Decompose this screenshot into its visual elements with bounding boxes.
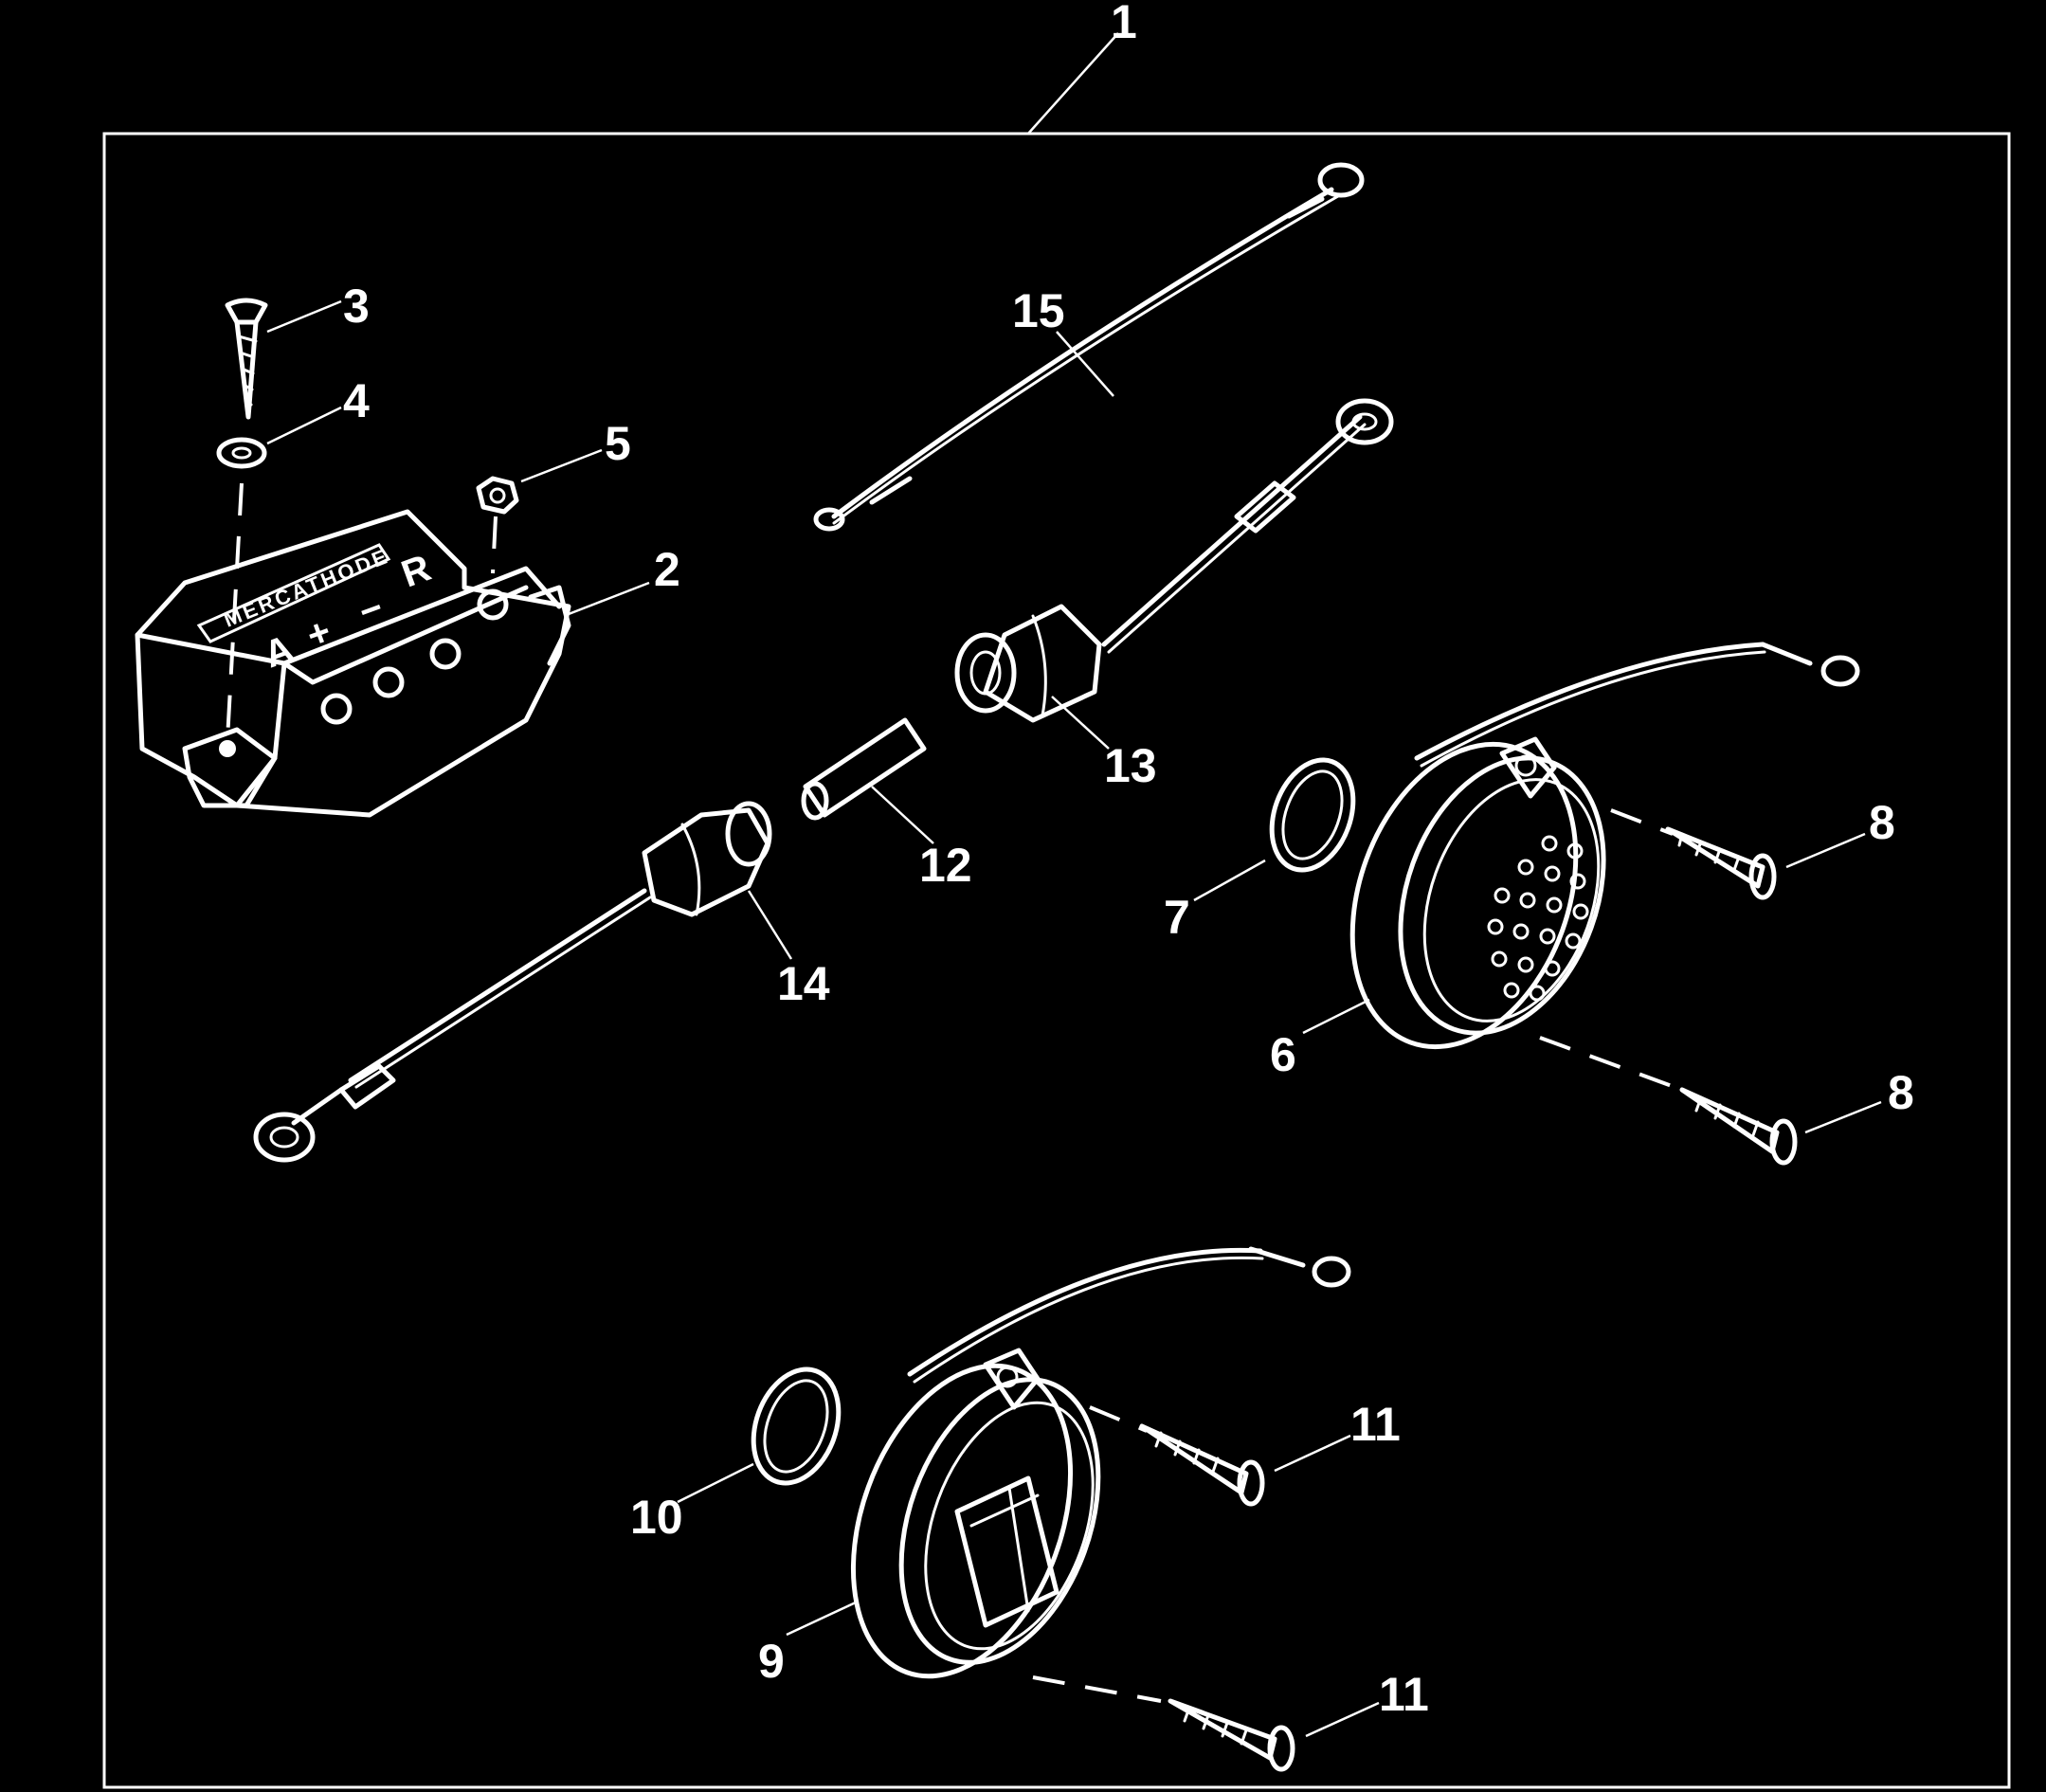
- callout-9: 9: [758, 1635, 785, 1688]
- part-5-nut: [476, 448, 603, 574]
- callout-1: 1: [1111, 0, 1137, 48]
- callout-14: 14: [777, 957, 830, 1010]
- meter-face-holes: [1487, 835, 1589, 1002]
- part-13-fuse-holder: [954, 398, 1394, 750]
- part-3-screw: [225, 298, 342, 420]
- terminal-label-minus: −: [353, 587, 389, 633]
- callout-13: 13: [1104, 739, 1157, 792]
- callout-7: 7: [1164, 891, 1190, 944]
- part-10-gasket: [677, 1367, 842, 1504]
- terminal-label-r: R: [396, 547, 436, 595]
- callout-10: 10: [630, 1491, 683, 1544]
- terminal-label-a: A: [259, 627, 299, 676]
- callout-12: 12: [919, 839, 972, 892]
- part-12-fuse: [801, 717, 934, 844]
- callout-2: 2: [654, 543, 680, 596]
- part-14-fuse-holder: [253, 801, 793, 1163]
- part-2-rectifier: MERCATHODE A + − R: [135, 509, 650, 818]
- callout-11-lower: 11: [1379, 1668, 1429, 1721]
- part-8-screw-upper: [1610, 808, 1866, 900]
- callout-4: 4: [343, 374, 370, 427]
- kit-frame: [102, 132, 2011, 1789]
- callout-15: 15: [1012, 284, 1065, 337]
- callout-3: 3: [343, 280, 370, 333]
- callout-5: 5: [605, 417, 631, 470]
- part-7-gasket: [1193, 757, 1356, 902]
- callout-11-upper: 11: [1350, 1398, 1401, 1451]
- part-11-screw-upper: [1089, 1405, 1351, 1507]
- part-4-washer: [216, 406, 342, 740]
- callout-8-upper: 8: [1869, 796, 1895, 849]
- part-11-screw-lower: [1032, 1675, 1380, 1772]
- callout-6: 6: [1270, 1028, 1296, 1081]
- part-9-switch-housing: [786, 1246, 1351, 1679]
- part-6-meter-housing: [1302, 642, 1860, 1050]
- part-15-jumper-wire: [813, 162, 1365, 532]
- callout-8-lower: 8: [1888, 1066, 1914, 1119]
- part-8-screw-lower: [1539, 1036, 1882, 1166]
- terminal-label-plus: +: [301, 610, 336, 657]
